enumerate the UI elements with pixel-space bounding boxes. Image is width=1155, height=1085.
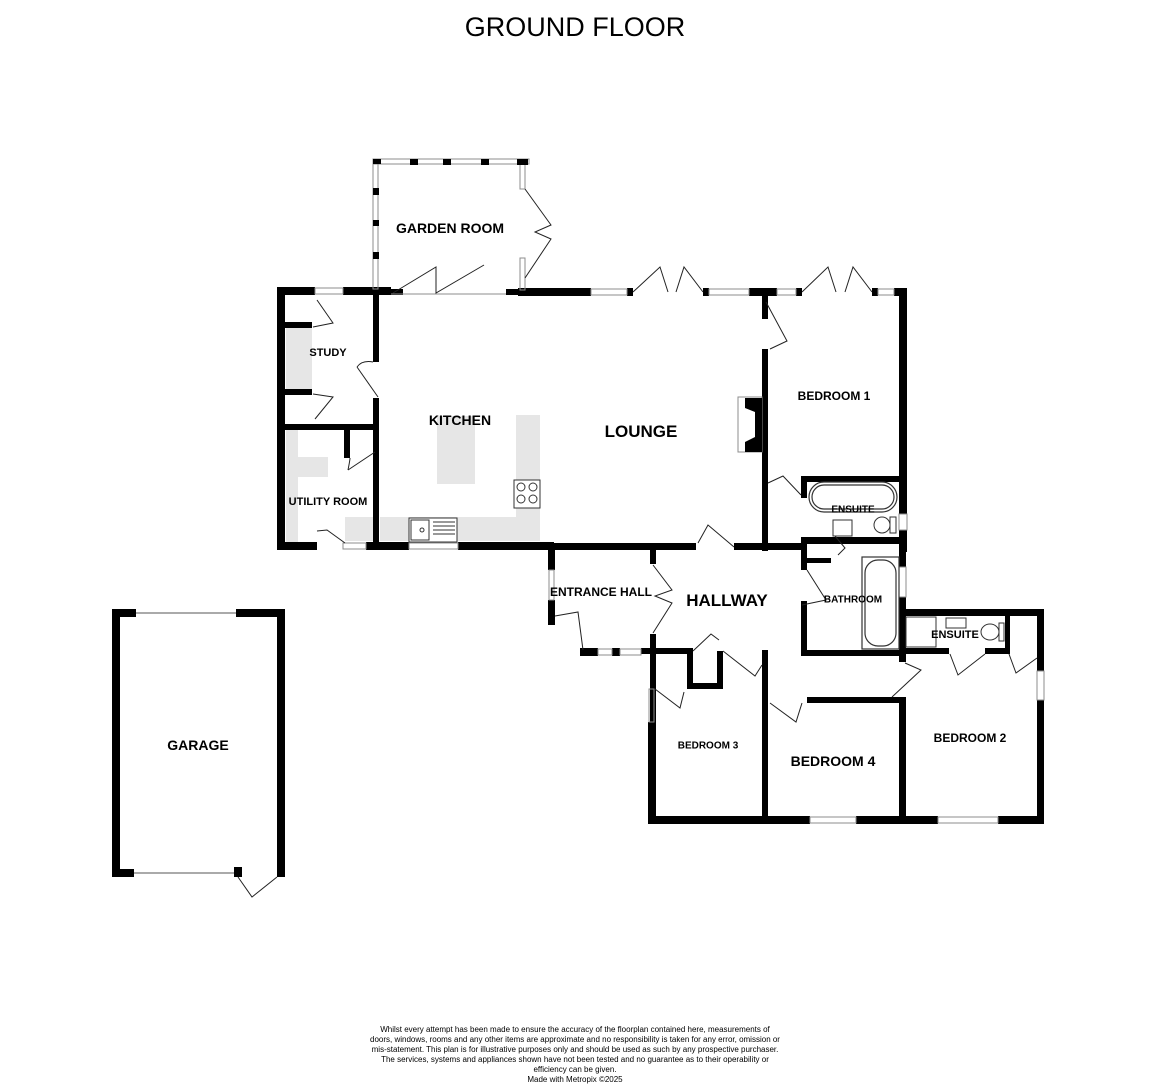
room-label-hallway: HALLWAY (686, 591, 768, 610)
room-label-bedroom-3: BEDROOM 3 (677, 740, 739, 752)
room-label-entrance-hall: ENTRANCE HALL (550, 585, 652, 599)
room-label-kitchen: KITCHEN (428, 412, 492, 428)
windows (134, 158, 1045, 874)
fitted-units (286, 327, 540, 544)
room-label-bedroom-1: BEDROOM 1 (797, 389, 871, 403)
fireplace-block (745, 398, 762, 452)
bath-icon (808, 481, 900, 650)
doors (237, 188, 1038, 898)
disclaimer: Whilst every attempt has been made to en… (370, 1025, 780, 1085)
room-label-bathroom: BATHROOM (823, 594, 883, 606)
shower-icon (905, 616, 937, 648)
disclaimer-credit: Made with Metropix ©2025 (527, 1075, 623, 1084)
room-label-bedroom-2: BEDROOM 2 (933, 731, 1007, 745)
room-label-garage: GARAGE (167, 737, 229, 753)
room-label-utility-room: UTILITY ROOM (288, 496, 368, 508)
room-label-lounge: LOUNGE (604, 422, 678, 441)
disclaimer-text: Whilst every attempt has been made to en… (370, 1025, 780, 1074)
walls (112, 287, 1044, 877)
hob-icon (513, 479, 541, 509)
garden-room-mullions (373, 159, 528, 259)
room-label-ensuite-1: ENSUITE (831, 504, 875, 516)
room-label-study: STUDY (309, 347, 347, 359)
floor-title: GROUND FLOOR (464, 12, 686, 42)
sink-icon (408, 517, 458, 543)
basin-icon (832, 519, 967, 629)
room-label-garden-room: GARDEN ROOM (395, 220, 505, 236)
room-label-ensuite-2: ENSUITE (931, 629, 979, 641)
toilet-icon (873, 516, 1005, 642)
room-label-bedroom-4: BEDROOM 4 (790, 753, 876, 769)
